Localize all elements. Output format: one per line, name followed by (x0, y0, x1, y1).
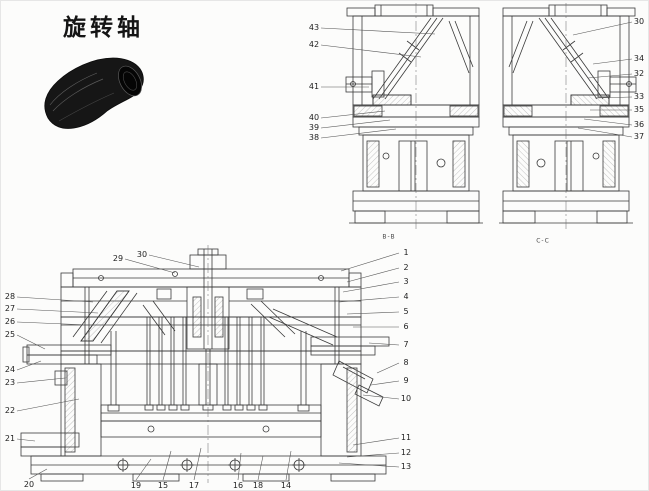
leader-line-18 (257, 455, 264, 481)
callout-5: 5 (403, 307, 409, 316)
callout-32: 32 (633, 69, 645, 78)
leader-line-15 (162, 450, 172, 481)
callout-17: 17 (188, 481, 200, 490)
callout-33: 33 (633, 92, 645, 101)
callout-34: 34 (633, 54, 645, 63)
leader-line-7 (368, 342, 400, 346)
leader-line-34 (592, 58, 633, 65)
page-title: 旋转轴 (63, 15, 144, 41)
callout-15: 15 (157, 481, 169, 490)
callout-23: 23 (4, 378, 16, 387)
callout-26: 26 (4, 317, 16, 326)
callout-12: 12 (400, 448, 412, 457)
leader-line-8 (376, 362, 400, 374)
callout-10: 10 (400, 394, 412, 403)
callout-37: 37 (633, 132, 645, 141)
leader-lines (16, 21, 633, 481)
assembly-linework (20, 248, 390, 482)
leader-line-20 (28, 468, 48, 480)
leader-line-16 (237, 452, 242, 481)
callout-4: 4 (403, 292, 409, 301)
section-view-left (345, 4, 483, 224)
leader-line-22 (16, 398, 80, 412)
callout-13: 13 (400, 462, 412, 471)
leader-line-37 (577, 127, 633, 138)
leader-line-10 (362, 394, 400, 400)
section-view-right (498, 4, 637, 224)
callout-30: 30 (633, 17, 645, 26)
leader-line-19 (135, 458, 152, 481)
callout-2: 2 (403, 263, 409, 272)
leader-line-25 (16, 334, 46, 350)
leader-line-2 (346, 267, 400, 283)
callout-20: 20 (23, 480, 35, 489)
callout-22: 22 (4, 406, 16, 415)
leader-line-12 (346, 452, 400, 458)
callout-43: 43 (308, 23, 320, 32)
leader-line-9 (370, 380, 400, 386)
callout-29: 29 (112, 254, 124, 263)
leader-line-42 (320, 44, 422, 58)
callout-39: 39 (308, 123, 320, 132)
callout-8: 8 (403, 358, 409, 367)
callout-24: 24 (4, 365, 16, 374)
leader-line-28 (16, 296, 94, 303)
callout-25: 25 (4, 330, 16, 339)
callout-40: 40 (308, 113, 320, 122)
leader-line-26 (16, 321, 90, 326)
leader-line-3 (342, 281, 400, 293)
callout-28: 28 (4, 292, 16, 301)
leader-line-1 (340, 252, 400, 272)
callout-30: 30 (136, 250, 148, 259)
callout-36: 36 (633, 120, 645, 129)
callout-11: 11 (400, 433, 412, 442)
leader-line-30 (148, 254, 200, 268)
callout-21: 21 (4, 434, 16, 443)
callout-42: 42 (308, 40, 320, 49)
callout-16: 16 (232, 481, 244, 490)
leader-line-5 (346, 311, 400, 315)
callout-7: 7 (403, 340, 409, 349)
leader-line-27 (16, 308, 99, 314)
callout-6: 6 (403, 322, 409, 331)
leader-line-21 (16, 438, 36, 442)
callout-38: 38 (308, 133, 320, 142)
leader-line-36 (583, 118, 633, 126)
callout-41: 41 (308, 82, 320, 91)
callout-9: 9 (403, 376, 409, 385)
callout-14: 14 (280, 481, 292, 490)
callout-1: 1 (403, 248, 409, 257)
leader-line-11 (352, 437, 400, 446)
leader-line-43 (320, 27, 436, 35)
callout-18: 18 (252, 481, 264, 490)
leader-line-14 (285, 450, 292, 481)
leader-line-39 (320, 119, 391, 129)
leader-line-4 (338, 296, 400, 303)
leader-line-17 (193, 447, 202, 481)
leader-line-24 (16, 360, 42, 371)
leader-line-32 (587, 73, 633, 79)
callout-3: 3 (403, 277, 409, 286)
leader-line-40 (320, 110, 386, 119)
part-3d-icon (44, 57, 144, 129)
leader-line-23 (16, 377, 66, 384)
leader-line-13 (338, 462, 400, 468)
section-label-left: B-B (382, 233, 396, 241)
leader-line-38 (320, 128, 397, 139)
leader-line-29 (124, 258, 176, 274)
leader-line-33 (594, 96, 633, 99)
leader-line-30 (572, 21, 633, 36)
callout-35: 35 (633, 105, 645, 114)
callout-27: 27 (4, 304, 16, 313)
callout-19: 19 (130, 481, 142, 490)
section-label-right: C-C (536, 237, 550, 245)
